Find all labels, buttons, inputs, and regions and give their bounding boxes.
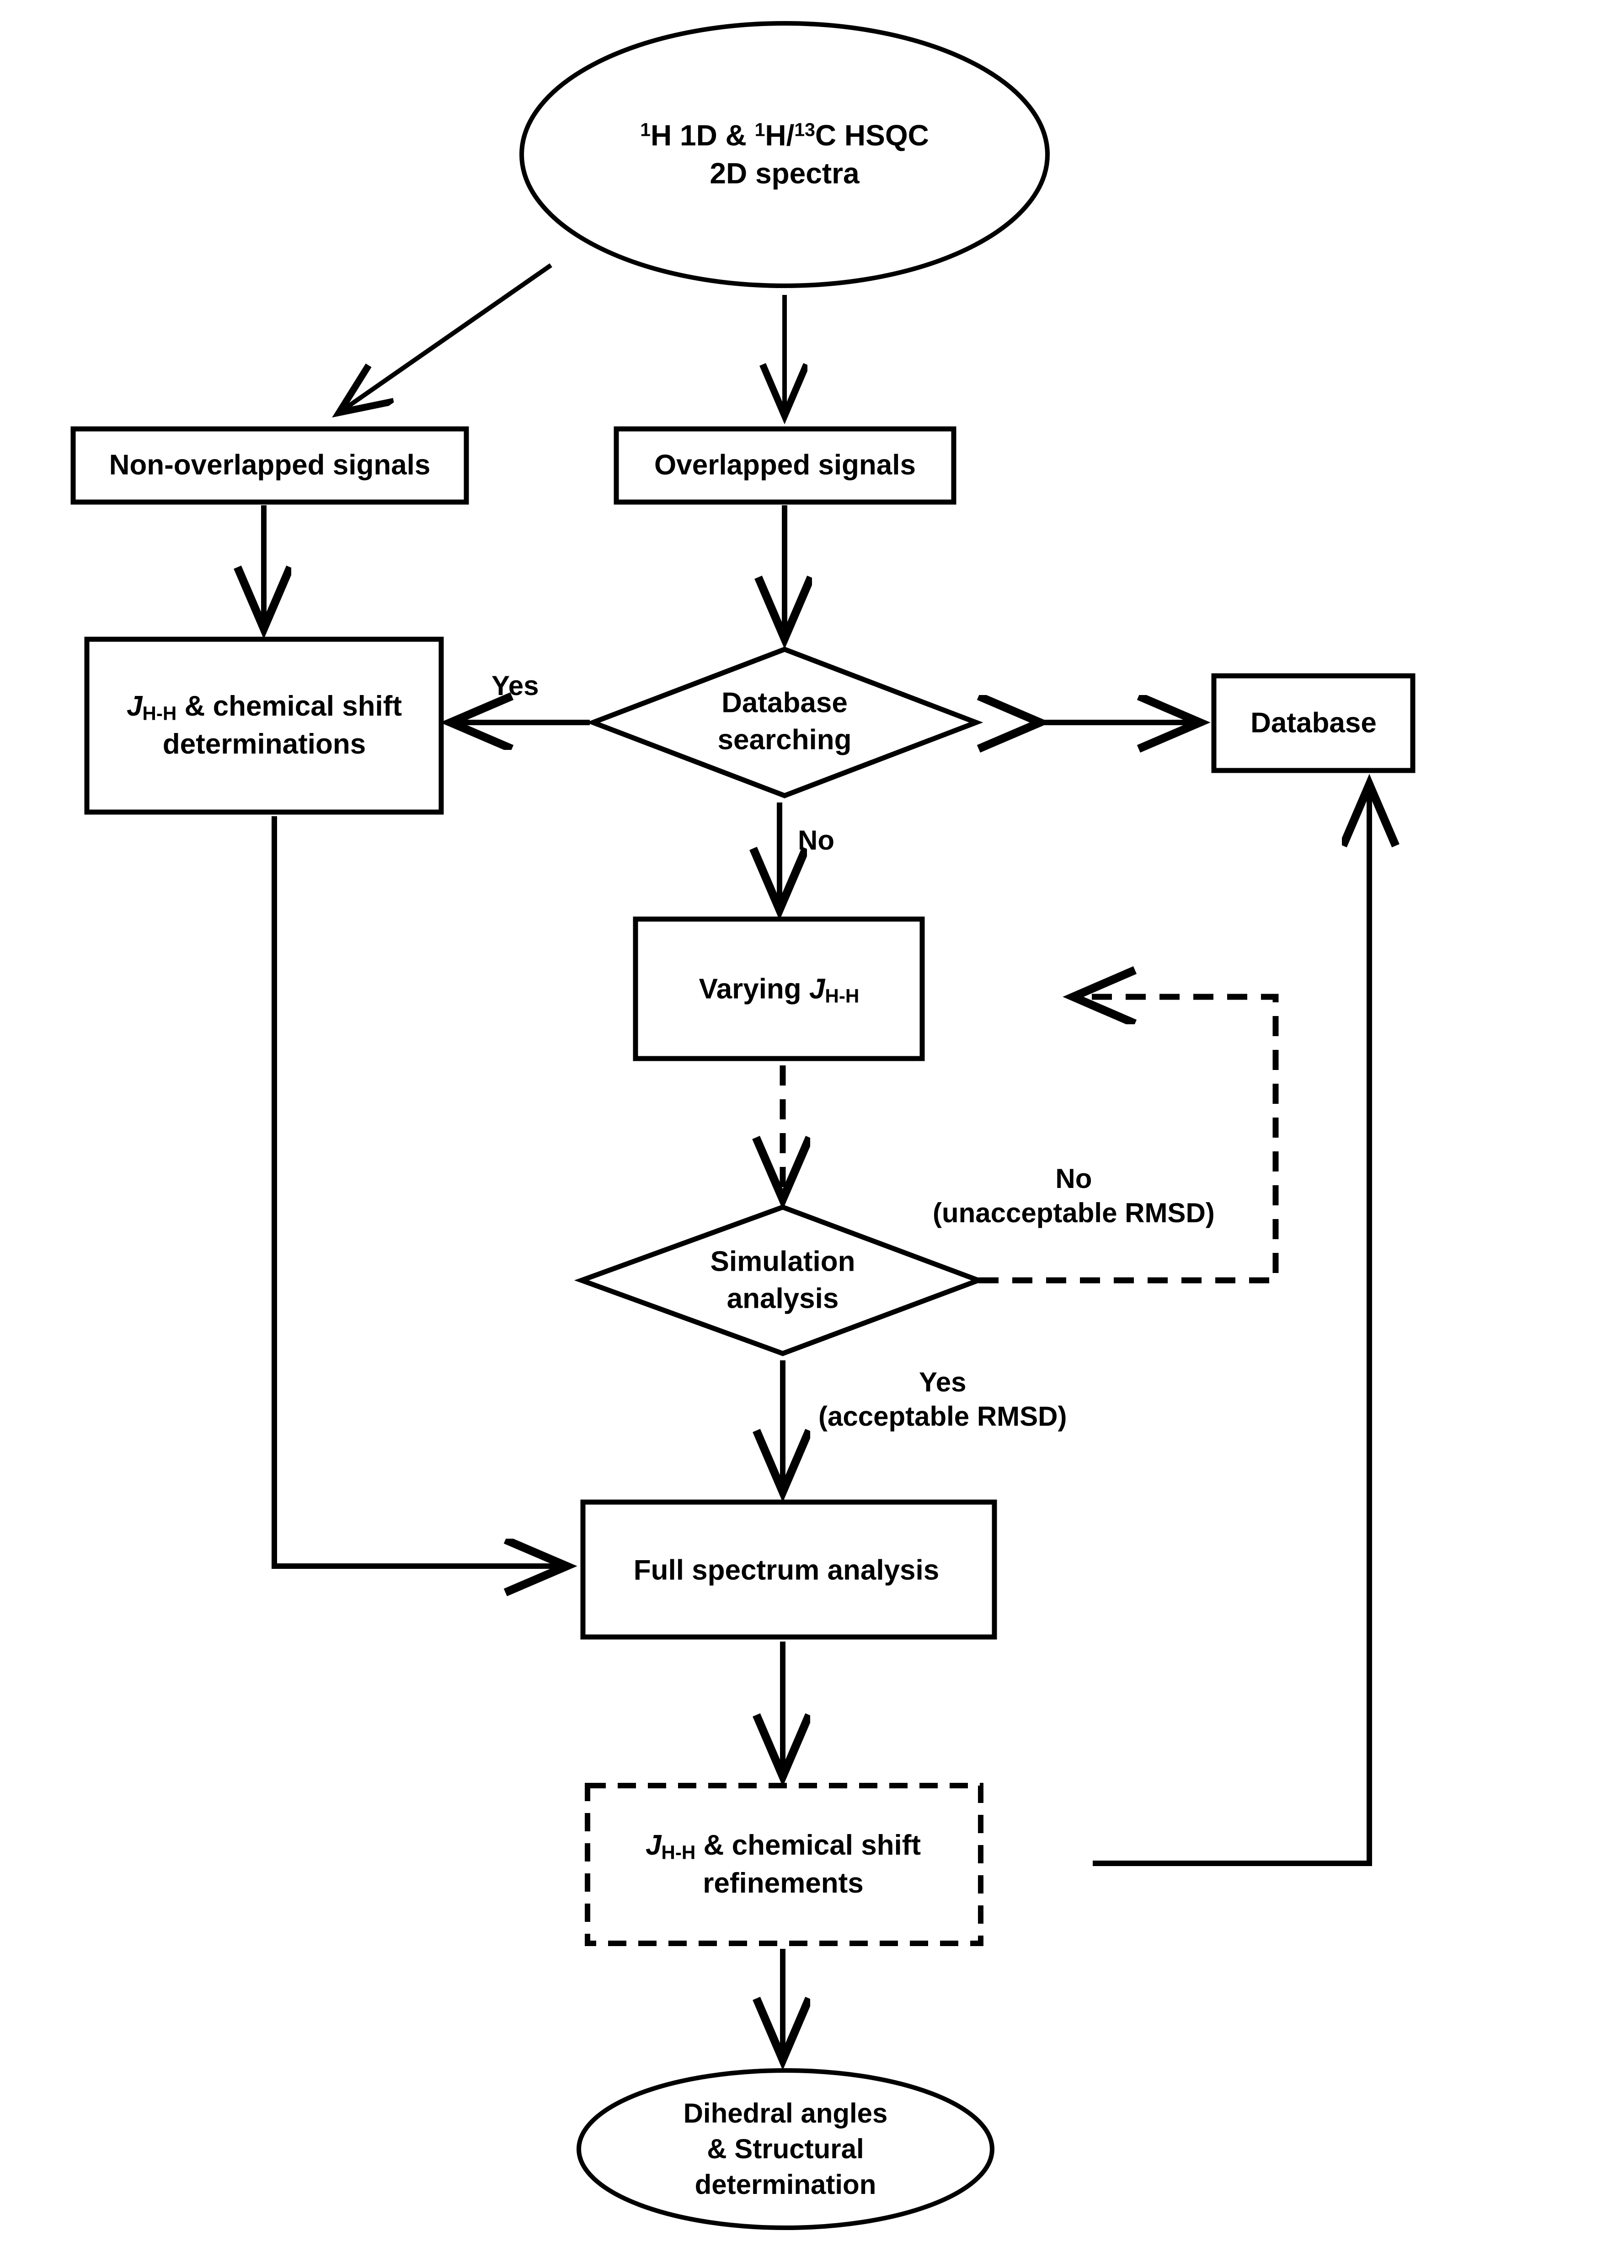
yes-rmsd-line1: Yes [919, 1367, 967, 1397]
node-simulation-analysis-diamond[interactable] [574, 1204, 986, 1356]
node-end-ellipse[interactable] [577, 2068, 994, 2230]
node-j-chemical-shift-determinations[interactable] [84, 637, 444, 815]
node-varying-j[interactable] [633, 916, 925, 1061]
edge-label-yes-database: Yes [491, 670, 539, 701]
edge-simulation-no-rmsd-loop [978, 997, 1279, 1284]
edge-start-to-non-overlapped [341, 263, 552, 412]
node-non-overlapped-signals[interactable] [70, 426, 469, 505]
node-start-ellipse[interactable] [519, 21, 1050, 288]
no-rmsd-line2: (unacceptable RMSD) [933, 1198, 1215, 1228]
edge-refinements-to-database [1093, 786, 1369, 1866]
edge-determinations-to-full-spectrum [272, 816, 565, 1566]
node-j-chemical-shift-refinements[interactable] [585, 1783, 983, 1946]
edge-label-no-unacceptable-rmsd: No (unacceptable RMSD) [933, 1161, 1215, 1230]
node-full-spectrum-analysis[interactable] [580, 1499, 997, 1640]
no-rmsd-line1: No [1055, 1163, 1092, 1194]
edge-label-yes-acceptable-rmsd: Yes (acceptable RMSD) [818, 1365, 1067, 1434]
node-database-searching-diamond[interactable] [586, 647, 983, 798]
yes-rmsd-line2: (acceptable RMSD) [818, 1401, 1067, 1432]
node-overlapped-signals[interactable] [614, 426, 956, 505]
edge-label-no-database: No [798, 825, 834, 856]
node-database[interactable] [1211, 673, 1416, 773]
